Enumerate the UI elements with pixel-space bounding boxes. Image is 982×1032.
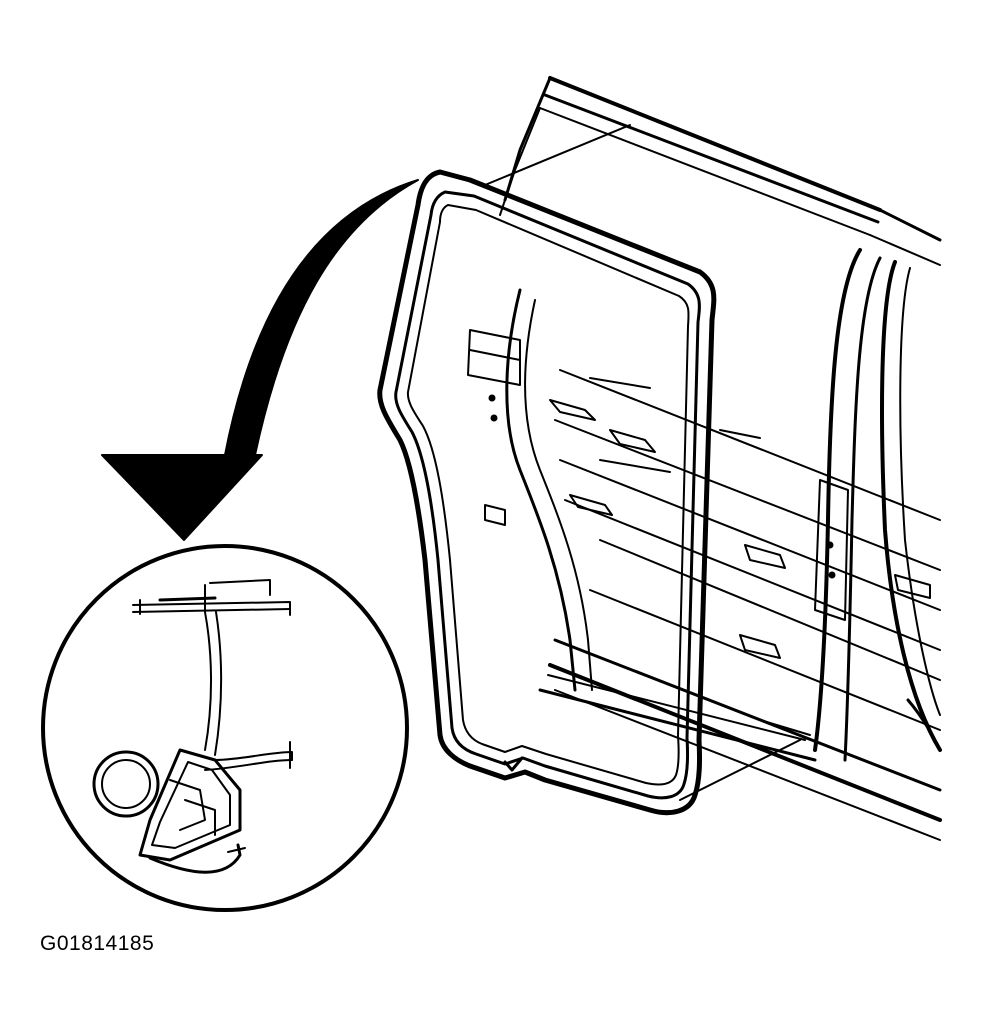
magnified-detail-circle	[41, 544, 409, 912]
curved-arrow-icon	[101, 179, 419, 541]
vehicle-body	[467, 76, 942, 841]
door-weatherstrip	[377, 169, 717, 816]
figure-id-label: G01814185	[40, 932, 155, 955]
